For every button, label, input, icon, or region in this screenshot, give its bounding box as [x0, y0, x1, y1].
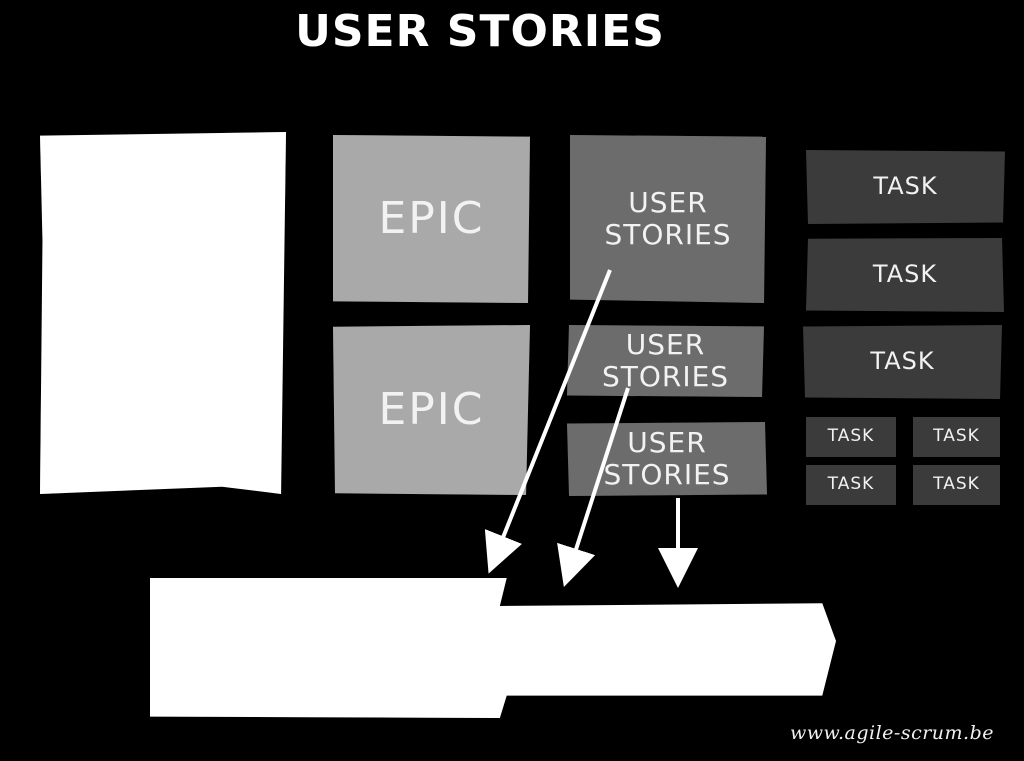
task-card-small-3: TASK: [806, 465, 896, 505]
epic-label-2: EPIC: [378, 383, 485, 435]
epic-card-2: EPIC: [333, 325, 530, 495]
task-card-3: TASK: [803, 325, 1002, 399]
task-label-1: TASK: [873, 172, 938, 201]
epic-card-1: EPIC: [333, 135, 530, 303]
task-card-small-2: TASK: [913, 417, 1000, 457]
footer-url: www.agile-scrum.be: [789, 722, 994, 744]
task-small-label-4: TASK: [933, 474, 980, 495]
story-3-line-1: USER: [627, 425, 707, 459]
story-1-line-2: STORIES: [604, 218, 732, 251]
task-small-label-3: TASK: [827, 474, 875, 495]
diagram-title: USER STORIES: [295, 6, 665, 57]
task-small-label-1: TASK: [827, 426, 875, 447]
story-3-line-2: STORIES: [603, 458, 731, 491]
epic-label-1: EPIC: [378, 192, 485, 244]
product-vision-block: [40, 132, 286, 494]
story-1-line-1: USER: [628, 185, 708, 219]
release-plan-block: [150, 578, 836, 718]
story-2-line-1: USER: [625, 327, 706, 361]
task-card-small-1: TASK: [806, 417, 896, 457]
task-small-label-2: TASK: [933, 426, 980, 447]
user-story-card-1: USER STORIES: [570, 135, 766, 303]
task-card-2: TASK: [806, 238, 1004, 312]
story-2-line-2: STORIES: [601, 360, 730, 393]
task-label-2: TASK: [872, 260, 938, 289]
task-card-1: TASK: [806, 150, 1005, 224]
user-story-card-3: USER STORIES: [567, 422, 767, 496]
task-label-3: TASK: [870, 347, 935, 376]
task-card-small-4: TASK: [913, 465, 1000, 505]
user-story-card-2: USER STORIES: [567, 325, 764, 397]
